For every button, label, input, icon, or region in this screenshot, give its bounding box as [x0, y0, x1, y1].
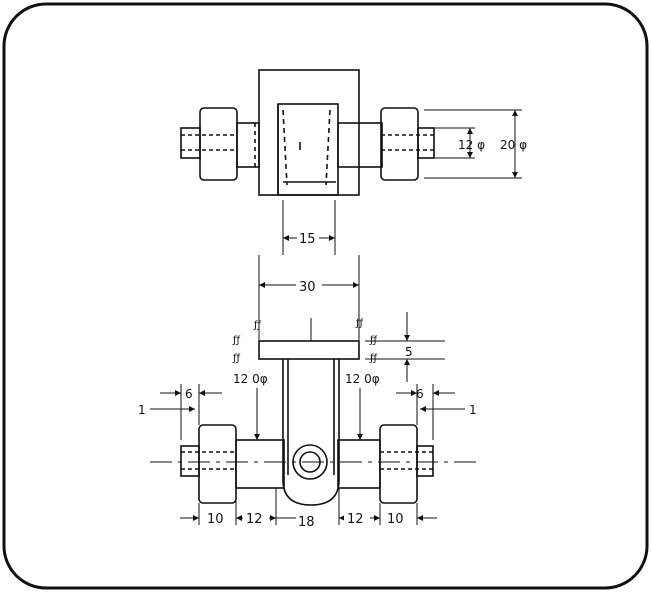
top-left-pin	[180, 127, 201, 159]
finish-mark-6: ƒƒ	[369, 353, 378, 364]
finish-mark-1: ƒƒ	[253, 320, 262, 331]
dim-bottom-5: 10	[387, 512, 404, 527]
dim-left-six-label: 6	[185, 387, 193, 401]
front-left-pin	[180, 445, 200, 477]
dim-bottom-4: 12	[347, 512, 364, 527]
dim-left-one-label: 1	[138, 403, 146, 417]
front-right-pin	[416, 445, 434, 477]
finish-mark-3: ƒƒ	[232, 335, 241, 346]
top-right-shaft	[337, 122, 383, 168]
dim-bottom-2: 12	[246, 512, 263, 527]
dim-right-one-label: 1	[469, 403, 477, 417]
finish-mark-4: ƒƒ	[369, 335, 378, 346]
front-plate	[258, 340, 360, 360]
finish-mark-2: ƒƒ	[355, 318, 364, 329]
dim-plate-thickness-label: 5	[405, 345, 413, 359]
front-view: 30 5 ƒƒ ƒƒ ƒƒ ƒƒ ƒƒ ƒƒ	[138, 255, 480, 530]
dim-bore-label: 12 φ	[458, 138, 485, 152]
dim-right-six-label: 6	[416, 387, 424, 401]
dim-right-pin-label: 12 0φ	[345, 372, 380, 386]
dim-bottom-3: 18	[298, 515, 315, 530]
dim-block-width-label: 15	[299, 232, 316, 247]
finish-mark-5: ƒƒ	[232, 353, 241, 364]
dim-left-pin-label: 12 0φ	[233, 372, 268, 386]
front-link-body	[282, 359, 340, 506]
dim-bottom-1: 10	[207, 512, 224, 527]
dim-outer-label: 20 φ	[500, 138, 527, 152]
dim-plate-width-label: 30	[299, 280, 316, 295]
top-view: 12 φ 20 φ 15	[180, 69, 527, 255]
outer-frame	[2, 2, 649, 590]
